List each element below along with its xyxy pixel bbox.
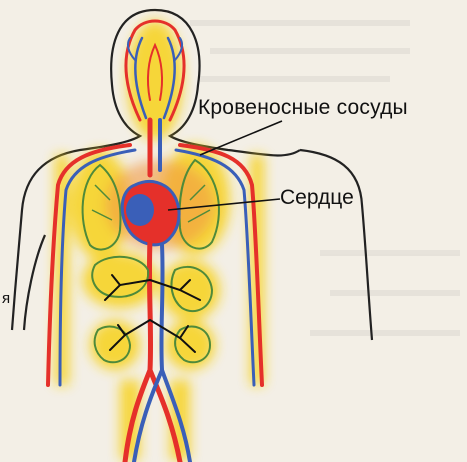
heart-label: Сердце xyxy=(280,186,354,210)
background-text-texture xyxy=(190,20,460,336)
vessels-leader-line xyxy=(200,121,282,155)
cropped-side-label: я xyxy=(2,290,10,307)
blood-vessels-label: Кровеносные сосуды xyxy=(198,96,408,120)
